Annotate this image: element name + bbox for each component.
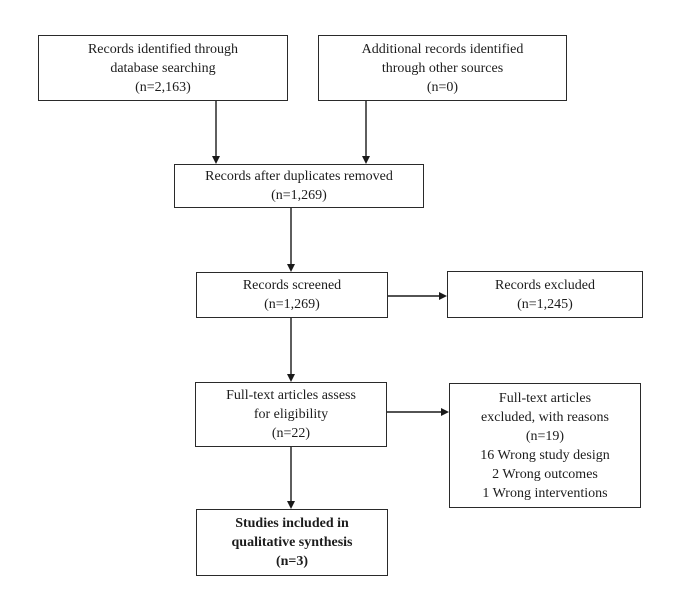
box-text-line: Additional records identified bbox=[361, 41, 524, 57]
box-count: (n=3) bbox=[275, 554, 309, 569]
exclusion-reason: 16 Wrong study design bbox=[480, 447, 610, 463]
arrow-fulltext-to-fulltext-excluded bbox=[387, 408, 449, 416]
box-records-screened: Records screened (n=1,269) bbox=[196, 272, 388, 318]
exclusion-reason: 2 Wrong outcomes bbox=[492, 466, 598, 482]
box-text-line: Studies included in bbox=[235, 516, 349, 531]
box-text-line: Records excluded bbox=[495, 277, 595, 293]
box-studies-included-qualitative-synthesis: Studies included in qualitative synthesi… bbox=[196, 509, 388, 576]
box-count: (n=22) bbox=[271, 426, 311, 441]
box-fulltext-excluded-with-reasons: Full-text articles excluded, with reason… bbox=[449, 383, 641, 508]
box-fulltext-assessed-eligibility: Full-text articles assess for eligibilit… bbox=[195, 382, 387, 447]
box-text-line: through other sources bbox=[381, 60, 504, 76]
box-text-line: excluded, with reasons bbox=[481, 409, 609, 425]
box-text-line: Records identified through bbox=[87, 41, 239, 57]
box-additional-records-other-sources: Additional records identified through ot… bbox=[318, 35, 567, 101]
box-text-line: Full-text articles assess bbox=[226, 388, 356, 403]
box-records-after-duplicates-removed: Records after duplicates removed (n=1,26… bbox=[174, 164, 424, 208]
box-text-line: for eligibility bbox=[253, 407, 329, 422]
box-count: (n=1,245) bbox=[517, 296, 573, 312]
box-count: (n=1,269) bbox=[264, 297, 320, 312]
arrow-duplicates-to-screened bbox=[287, 208, 295, 272]
box-records-excluded: Records excluded (n=1,245) bbox=[447, 271, 643, 318]
box-text-line: database searching bbox=[110, 60, 216, 76]
arrow-fulltext-to-included bbox=[287, 447, 295, 509]
box-text-line: Full-text articles bbox=[498, 390, 592, 406]
exclusion-reason: 1 Wrong interventions bbox=[482, 485, 608, 501]
box-count: (n=1,269) bbox=[271, 188, 327, 203]
box-count: (n=19) bbox=[525, 428, 565, 444]
arrow-other-sources-to-duplicates bbox=[362, 101, 370, 164]
box-count: (n=0) bbox=[426, 79, 459, 95]
arrow-screened-to-records-excluded bbox=[388, 292, 447, 300]
box-text-line: Records after duplicates removed bbox=[205, 169, 393, 184]
box-text-line: qualitative synthesis bbox=[231, 535, 353, 550]
box-count: (n=2,163) bbox=[135, 79, 191, 95]
arrow-database-to-duplicates bbox=[212, 101, 220, 164]
box-text-line: Records screened bbox=[242, 278, 342, 293]
box-records-identified-database: Records identified through database sear… bbox=[38, 35, 288, 101]
arrow-screened-to-fulltext bbox=[287, 318, 295, 382]
